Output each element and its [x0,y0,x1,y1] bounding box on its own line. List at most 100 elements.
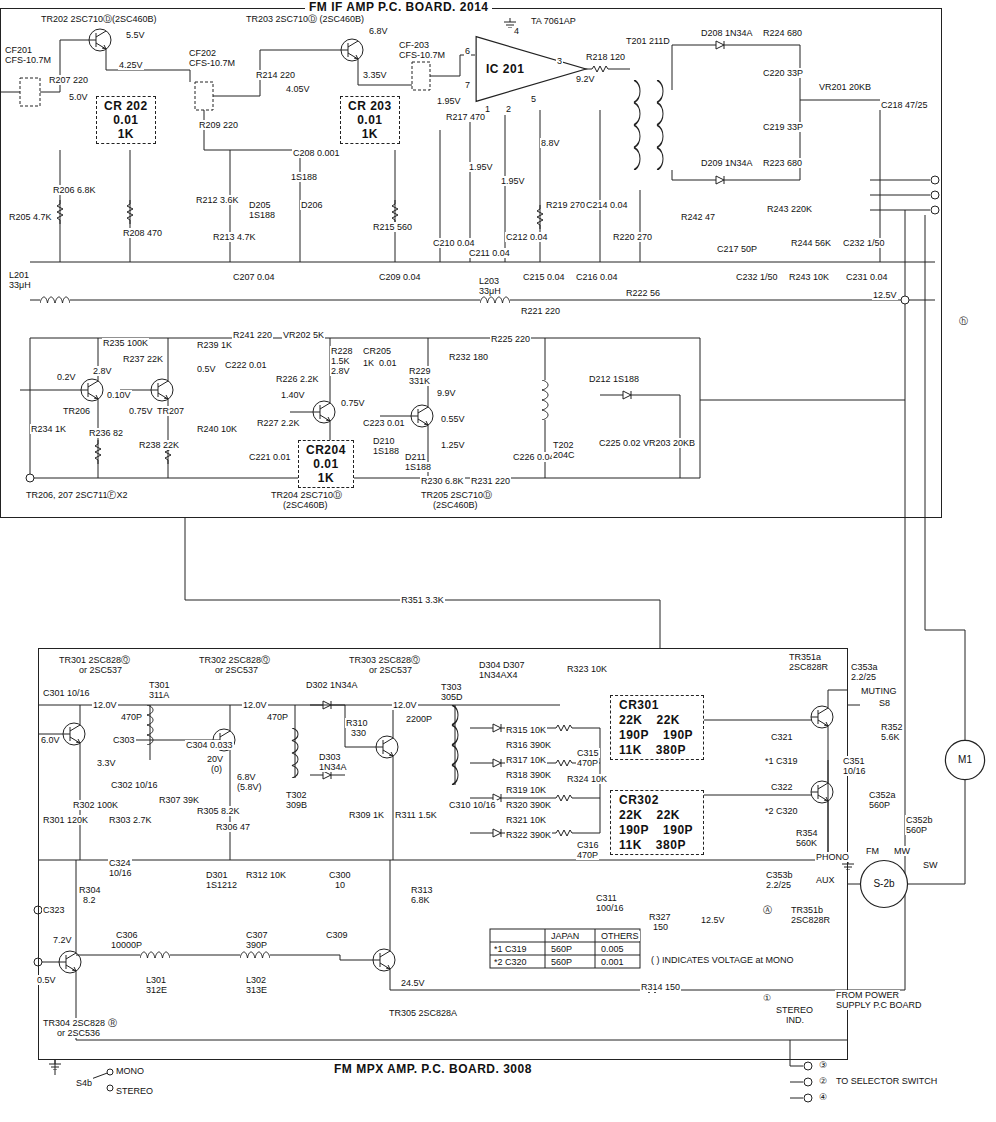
part-label: 0.5V [36,975,57,985]
node-title: CR302 [615,793,663,807]
part-label: R212 3.6K [195,195,240,205]
terminal [804,1094,812,1102]
part-label: C302 10/16 [110,780,159,790]
part-label: VR203 20KB [642,438,696,448]
part-label: 6 [464,46,471,56]
part-label: C232 1/50 [842,238,886,248]
resistor-symbol [57,66,664,993]
resistor-symbol [552,725,576,731]
part-label: 0.10V [106,390,132,400]
part-label: R227 2.2K [256,418,301,428]
part-label: R231 220 [470,476,511,486]
part-label: C324 [108,858,132,868]
part-label: 6.8K [410,895,431,905]
value-text: 380P [652,838,690,852]
coil-symbol [452,705,458,785]
cr-network-box: CR30122K22K190P190P11K380P [610,695,704,760]
part-label: 33μH [8,280,32,290]
part-label: C221 0.01 [248,452,292,462]
part-label: R243 10K [788,272,830,282]
part-label: 1N34AX4 [478,670,519,680]
part-label: 470P [120,712,143,722]
part-label: JAPAN [550,931,580,941]
part-label: 5.0V [68,92,89,102]
part-label: R207 220 [48,75,89,85]
part-label: TR351a [788,652,822,662]
part-label: 0.55V [440,414,466,424]
crystal-filter [412,62,430,90]
part-label: or 2SC537 [78,665,123,675]
edge-label: R351 3.3K [400,595,445,605]
board-outline [0,8,942,518]
part-label: 204C [552,450,576,460]
part-label: D211 [404,452,427,462]
part-label: 9.9V [436,388,457,398]
part-label: R304 [78,885,102,895]
part-label: TR204 2SC710Ⓓ [270,490,343,500]
value-text: 11K [615,838,646,852]
part-label: 0.5V [196,364,217,374]
diode-symbol [490,724,504,732]
part-label: T202 [552,440,575,450]
part-label: *1 C319 [493,944,528,954]
part-label: D302 1N34A [305,680,359,690]
part-label: 7.2V [52,935,73,945]
selector-switch: S-2b [860,860,908,908]
part-label: L201 [8,270,30,280]
part-label: 24.5V [400,978,426,988]
part-label: STEREO [775,1005,814,1015]
part-label: R206 6.8K [52,185,97,195]
part-label: R237 22K [122,354,164,364]
wire-connector [908,780,965,884]
terminal [931,206,939,214]
part-label: 7 [464,80,471,90]
part-label: TR206, 207 2SC711ⒻX2 [25,490,128,500]
part-label: R315 10K [505,725,547,735]
part-label: C210 0.04 [432,238,476,248]
part-label: 6.8V [368,26,389,36]
coil-symbol [40,80,663,958]
diode-symbol [320,701,334,709]
part-label: TR207 [156,406,185,416]
part-label: 5.5V [125,30,146,40]
part-label: 560P [550,957,573,967]
part-label: TR351b [790,905,824,915]
part-label: C304 0.033 [185,740,234,750]
part-label: R223 680 [762,158,803,168]
part-label: TR205 2SC710Ⓓ [420,490,493,500]
part-label: C352a [868,790,897,800]
part-label: FM [865,846,880,856]
part-label: R303 2.7K [108,815,153,825]
diode-symbol [713,41,727,49]
part-label: TR206 [62,406,91,416]
part-label: TR305 2SC828A [388,1008,458,1018]
part-label: R239 1K [196,340,233,350]
part-label: R238 22K [138,440,180,450]
part-label: SW [922,860,939,870]
part-label: R209 220 [198,120,239,130]
part-label: 33μH [478,286,502,296]
part-label: Ⓐ [762,905,773,915]
part-label: R218 120 [585,52,626,62]
part-label: 6.8V [236,772,257,782]
part-label: TO SELECTOR SWITCH [835,1076,938,1086]
wire [0,40,930,210]
part-label: CF-203 [398,40,430,50]
part-label: R235 100K [102,338,149,348]
part-label: R214 220 [255,70,296,80]
value-text: 11K [615,743,646,757]
wire-connector [185,518,660,648]
part-label: R323 10K [566,664,608,674]
part-label: R319 10K [505,785,547,795]
part-label: R320 390K [505,800,552,810]
part-label: MW [893,846,911,856]
part-label: T303 [440,682,463,692]
value-text: 22K [653,808,685,822]
part-label: D304 D307 [478,660,526,670]
cr-network-box: CR2040.011K [298,440,354,488]
transistor-symbol [63,723,85,745]
part-label: STEREO [115,1086,154,1096]
part-label: OTHERS [600,931,640,941]
